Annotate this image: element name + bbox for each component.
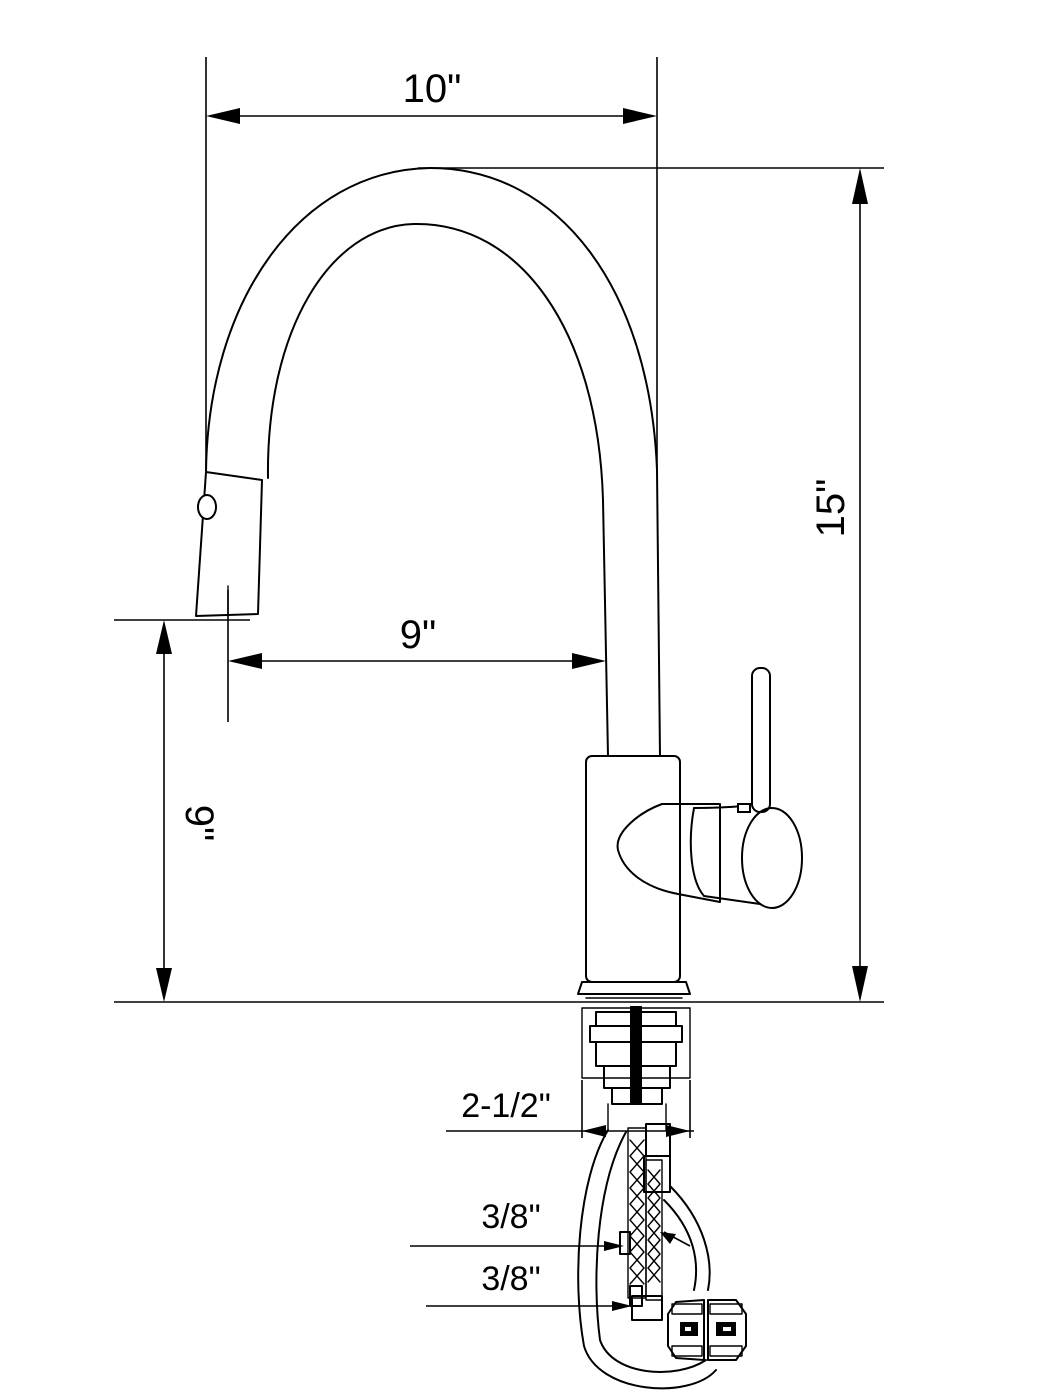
mounting-hardware [581,1006,691,1131]
label-10in: 10" [403,67,462,111]
dimension-hole-diameter: 2-1/2" [446,1080,694,1138]
faucet-body [577,755,691,999]
faucet-spout [195,167,661,757]
faucet-handle [616,667,803,909]
label-9in-reach: 9" [400,613,436,657]
dimension-9in-clearance: 9" [114,619,250,1002]
dimension-supply-line-1: 3/8" [410,1198,691,1251]
dimension-supply-line-2: 3/8" [426,1260,632,1311]
label-3-8in-1: 3/8" [481,1198,540,1236]
label-2-1-2in: 2-1/2" [461,1087,551,1125]
dimension-9in-reach: 9" [227,590,606,722]
label-9in-clearance: 9" [177,805,221,841]
dimension-10in: 10" [205,57,658,470]
label-15in: 15" [809,479,853,538]
label-3-8in-2: 3/8" [481,1260,540,1298]
supply-hoses [577,1123,747,1390]
dimension-15in: 15" [418,167,884,1002]
